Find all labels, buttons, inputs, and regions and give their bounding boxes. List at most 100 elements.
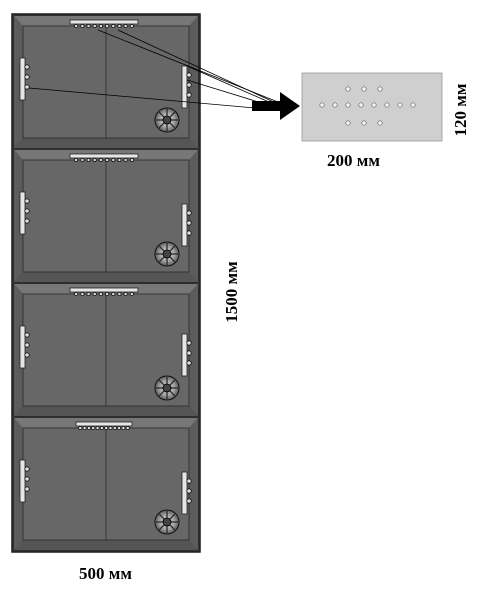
connector-pin <box>74 24 79 28</box>
connector-pin <box>121 426 126 430</box>
compartment <box>13 283 199 417</box>
connector-body <box>69 19 139 25</box>
connector-pin <box>86 158 91 162</box>
connector-pin <box>92 158 97 162</box>
connector-body <box>181 333 188 377</box>
connector-pin <box>186 210 192 216</box>
connector-pin <box>125 426 130 430</box>
connector-pin <box>86 292 91 296</box>
fan-icon <box>154 107 180 133</box>
connector-pin <box>123 24 128 28</box>
panel-hole <box>358 102 364 108</box>
connector-body <box>19 57 26 101</box>
connector-body <box>19 459 26 503</box>
side-connector <box>19 191 30 235</box>
fan-icon <box>154 375 180 401</box>
fan-icon <box>154 509 180 535</box>
connector-pin <box>117 292 122 296</box>
connector-pin <box>82 426 87 430</box>
panel-hole <box>384 102 390 108</box>
side-connector <box>181 333 192 377</box>
connector-pin <box>186 498 192 504</box>
side-connector <box>181 65 192 109</box>
connector-pin <box>112 426 117 430</box>
connector-pin <box>98 158 103 162</box>
bevel-right <box>189 418 198 550</box>
side-connector <box>181 203 192 247</box>
panel-hole <box>371 102 377 108</box>
fan-hub <box>162 383 172 393</box>
connector-pin <box>74 158 79 162</box>
connector-pin <box>24 74 30 80</box>
connector-pin <box>91 426 96 430</box>
compartment <box>13 15 199 149</box>
panel-width-label: 200 мм <box>327 151 380 170</box>
compartments <box>13 15 199 551</box>
connector-pin <box>105 292 110 296</box>
leader-lines <box>28 29 279 111</box>
connector-pin <box>24 466 30 472</box>
connector-body <box>75 421 133 427</box>
connector-pin <box>186 488 192 494</box>
connector-pin <box>186 92 192 98</box>
connector-pin <box>78 426 83 430</box>
connector-body <box>19 325 26 369</box>
connector-pin <box>186 340 192 346</box>
connector-pin <box>186 350 192 356</box>
arrow-icon <box>252 92 300 120</box>
connector-body <box>181 65 188 109</box>
connector-pin <box>108 426 113 430</box>
panel-hole <box>345 86 351 92</box>
panel-hole <box>345 102 351 108</box>
panel-hole <box>361 120 367 126</box>
panel-hole <box>377 120 383 126</box>
connector-pin <box>99 426 104 430</box>
connector-pin <box>129 292 134 296</box>
connector-pin <box>80 292 85 296</box>
connector-pin <box>104 426 109 430</box>
connector-pin <box>95 426 100 430</box>
connector-pin <box>186 82 192 88</box>
connector-pin <box>111 24 116 28</box>
connector-pin <box>111 158 116 162</box>
panel-hole <box>410 102 416 108</box>
fan-hub <box>162 517 172 527</box>
connector-pin <box>80 24 85 28</box>
connector-pin <box>24 476 30 482</box>
connector-pin <box>92 292 97 296</box>
connector-body <box>69 287 139 293</box>
bevel-right <box>189 150 198 282</box>
connector-pin <box>123 158 128 162</box>
connector-pin <box>24 486 30 492</box>
connector-pin <box>186 72 192 78</box>
side-connector <box>19 57 30 101</box>
connector-pin <box>86 426 91 430</box>
top-connector <box>69 287 139 296</box>
connector-pin <box>24 218 30 224</box>
connector-pin <box>105 24 110 28</box>
connector-pin <box>186 230 192 236</box>
panel-hole <box>397 102 403 108</box>
bevel-right <box>189 284 198 416</box>
connector-pin <box>24 352 30 358</box>
bevel-left <box>14 284 23 416</box>
connector-pin <box>24 342 30 348</box>
fan-hub <box>162 115 172 125</box>
connector-pin <box>24 84 30 90</box>
connector-pin <box>24 64 30 70</box>
top-connector <box>69 153 139 162</box>
height-dimension-label: 1500 мм <box>222 261 241 323</box>
connector-pin <box>98 24 103 28</box>
panel-hole <box>332 102 338 108</box>
connector-pin <box>186 360 192 366</box>
connector-pin <box>129 158 134 162</box>
connector-body <box>69 153 139 159</box>
bevel-bottom <box>14 138 198 148</box>
fan-icon <box>154 241 180 267</box>
side-connector <box>19 325 30 369</box>
connector-pin <box>129 24 134 28</box>
bevel-bottom <box>14 272 198 282</box>
connector-pin <box>117 24 122 28</box>
connector-pin <box>123 292 128 296</box>
panel-hole <box>319 102 325 108</box>
